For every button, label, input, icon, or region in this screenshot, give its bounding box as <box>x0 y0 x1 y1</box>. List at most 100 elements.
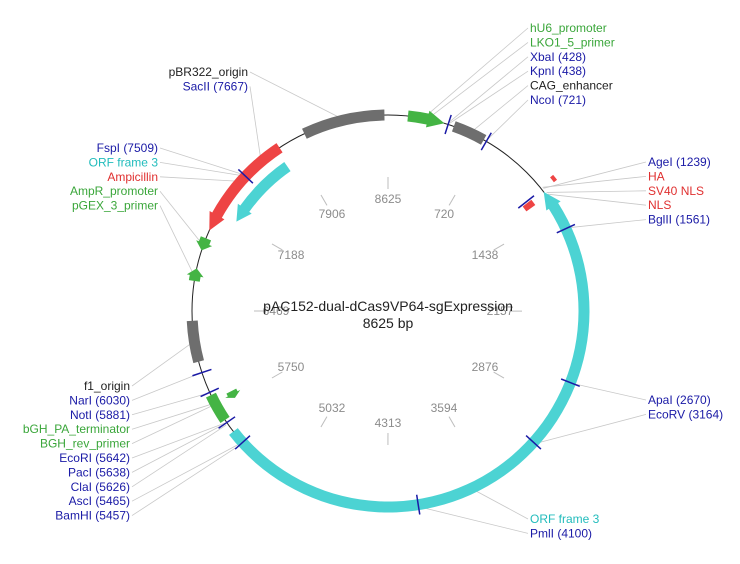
restriction-site-mark <box>237 168 254 184</box>
tick-label: 6469 <box>263 304 290 318</box>
label-pbr322-origin[interactable]: pBR322_origin <box>169 65 248 79</box>
feature-pbr322-origin[interactable] <box>302 109 385 139</box>
tick-mark <box>271 371 283 379</box>
leader-line <box>131 423 226 473</box>
feature-bgh-pa-terminator[interactable] <box>205 392 230 423</box>
feature-f1-origin[interactable] <box>186 320 204 364</box>
feature-dcas9vp64-orf[interactable] <box>229 191 590 513</box>
label-kpni-438[interactable]: KpnI (438) <box>530 64 586 78</box>
label-lko1-5-primer[interactable]: LKO1_5_primer <box>530 35 615 49</box>
feature-bgh-rev-primer[interactable] <box>225 388 241 398</box>
tick-label: 4313 <box>375 416 402 430</box>
restriction-site-mark <box>200 387 220 398</box>
leader-line <box>159 190 203 244</box>
label-cag-enhancer[interactable]: CAG_enhancer <box>530 79 613 93</box>
leader-line <box>567 219 647 229</box>
leader-line <box>418 506 529 534</box>
feature-layer <box>186 109 590 513</box>
label-nari-6030[interactable]: NarI (6030) <box>69 393 130 407</box>
feature-ampicillin[interactable] <box>209 143 283 231</box>
label-orf-frame-3[interactable]: ORF frame 3 <box>530 512 600 526</box>
feature-pgex-3-primer[interactable] <box>186 268 204 282</box>
tick-label: 8625 <box>375 192 402 206</box>
label-apai-2670[interactable]: ApaI (2670) <box>648 393 711 407</box>
label-xbai-428[interactable]: XbaI (428) <box>530 50 586 64</box>
label-pgex-3-primer[interactable]: pGEX_3_primer <box>72 199 158 213</box>
leader-line <box>159 162 244 177</box>
label-ecorv-3164[interactable]: EcoRV (3164) <box>648 407 723 421</box>
label-sv40-nls[interactable]: SV40 NLS <box>648 184 704 198</box>
label-ampicillin[interactable]: Ampicillin <box>107 170 158 184</box>
label-bamhi-5457[interactable]: BamHI (5457) <box>55 509 130 523</box>
leader-line <box>542 176 647 188</box>
tick-label: 5750 <box>278 360 305 374</box>
label-orf-frame-3[interactable]: ORF frame 3 <box>89 155 159 169</box>
tick-mark <box>493 243 505 251</box>
label-paci-5638[interactable]: PacI (5638) <box>68 465 130 479</box>
leader-line <box>131 443 242 516</box>
label-ncoi-721[interactable]: NcoI (721) <box>530 93 586 107</box>
leader-line <box>131 342 193 387</box>
label-bgh-rev-primer[interactable]: BGH_rev_primer <box>40 437 130 451</box>
tick-label: 7906 <box>319 207 346 221</box>
leader-line <box>473 489 529 520</box>
leader-line <box>131 372 201 401</box>
leader-line <box>159 147 245 176</box>
leader-line <box>543 161 647 189</box>
label-fspi-7509[interactable]: FspI (7509) <box>97 141 158 155</box>
leader-line <box>429 42 529 118</box>
plasmid-size: 8625 bp <box>363 315 414 331</box>
label-noti-5881[interactable]: NotI (5881) <box>70 408 130 422</box>
feature-orf-frame-3-ampr[interactable] <box>236 162 291 222</box>
label-asci-5465[interactable]: AscI (5465) <box>69 494 130 508</box>
feature-hu6-promoter[interactable] <box>407 110 445 128</box>
restriction-site-mark <box>218 416 236 429</box>
label-bgh-pa-terminator[interactable]: bGH_PA_terminator <box>23 422 130 436</box>
restriction-site-layer <box>192 114 581 515</box>
tick-label: 720 <box>434 207 454 221</box>
plasmid-name: pAC152-dual-dCas9VP64-sgExpression <box>263 298 513 314</box>
leader-line <box>249 71 342 119</box>
label-pmli-4100[interactable]: PmlI (4100) <box>530 526 592 540</box>
label-nls[interactable]: NLS <box>648 198 671 212</box>
restriction-site-mark <box>415 494 421 515</box>
feature-ampr-promoter[interactable] <box>196 236 213 251</box>
tick-mark <box>320 416 328 428</box>
label-leader-lines <box>131 27 647 534</box>
label-f1-origin[interactable]: f1_origin <box>84 379 130 393</box>
leader-line <box>159 176 239 182</box>
feature-ha[interactable] <box>550 174 558 183</box>
restriction-site-mark <box>234 435 251 450</box>
leader-line <box>449 70 529 124</box>
label-ha[interactable]: HA <box>648 169 665 183</box>
leader-line <box>131 442 241 502</box>
leader-line <box>131 424 227 488</box>
label-hu6-promoter[interactable]: hU6_promoter <box>530 21 607 35</box>
tick-label: 3594 <box>431 401 458 415</box>
leader-line <box>425 27 529 117</box>
leader-line <box>471 85 529 132</box>
restriction-site-mark <box>556 223 576 234</box>
leader-line <box>131 404 214 444</box>
tick-mark <box>271 243 283 251</box>
feature-cag-enhancer[interactable] <box>451 121 487 145</box>
label-ampr-promoter[interactable]: AmpR_promoter <box>70 184 158 198</box>
label-bglii-1561[interactable]: BglII (1561) <box>648 213 710 227</box>
label-ecori-5642[interactable]: EcoRI (5642) <box>59 451 130 465</box>
leader-line <box>534 414 647 445</box>
label-agei-1239[interactable]: AgeI (1239) <box>648 155 711 169</box>
tick-label: 7188 <box>278 248 305 262</box>
restriction-site-mark <box>192 368 212 377</box>
feature-sv40-nls[interactable] <box>522 199 536 212</box>
tick-label: 1438 <box>472 248 499 262</box>
tick-label: 2876 <box>472 360 499 374</box>
leader-line <box>546 190 647 193</box>
label-sacii-7667[interactable]: SacII (7667) <box>183 79 248 93</box>
restriction-site-mark <box>517 195 535 209</box>
label-clai-5626[interactable]: ClaI (5626) <box>71 480 130 494</box>
tick-mark <box>448 194 456 206</box>
leader-line <box>547 193 647 206</box>
tick-mark <box>448 416 456 428</box>
restriction-site-mark <box>525 435 542 450</box>
